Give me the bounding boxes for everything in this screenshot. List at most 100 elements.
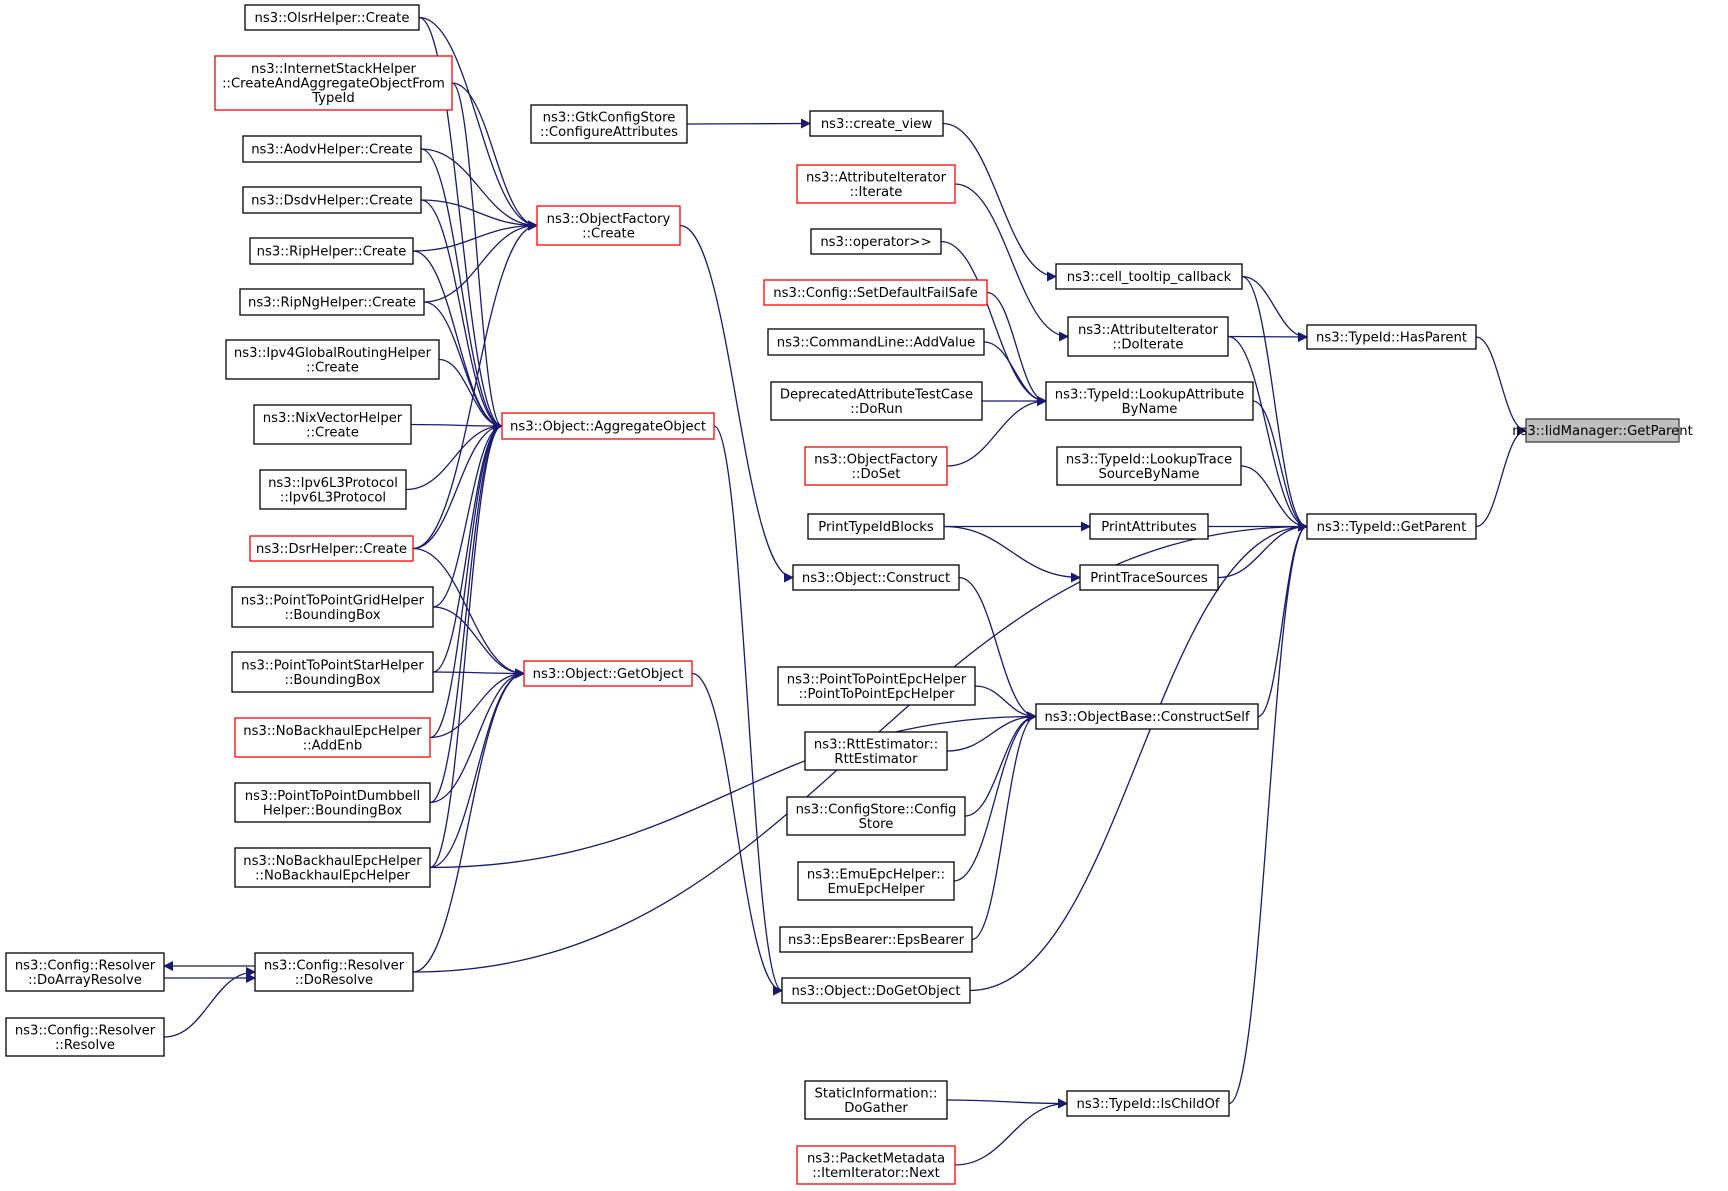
node-box: [796, 164, 956, 204]
node-createView[interactable]: ns3::create_view: [809, 110, 944, 137]
node-box: [259, 469, 407, 510]
node-dsrCreate[interactable]: ns3::DsrHelper::Create: [249, 535, 414, 562]
node-p2pEpcHelper[interactable]: ns3::PointToPointEpcHelper::PointToPoint…: [777, 666, 976, 706]
edge-internetStack-to-objFactoryCreate: [451, 82, 538, 231]
node-label-line: ns3::cell_tooltip_callback: [1067, 270, 1232, 285]
node-noBackhaulCtor[interactable]: ns3::NoBackhaulEpcHelper::NoBackhaulEpcH…: [234, 847, 431, 888]
node-label-line: ns3::AttributeIterator: [1078, 323, 1219, 338]
node-label-line: ns3::ObjectBase::ConstructSelf: [1044, 710, 1249, 725]
node-ripCreate[interactable]: ns3::RipHelper::Create: [249, 237, 414, 265]
node-box: [231, 586, 434, 628]
node-deprecatedDoRun[interactable]: DeprecatedAttributeTestCase::DoRun: [770, 381, 983, 421]
node-objectDoGetObject[interactable]: ns3::Object::DoGetObject: [781, 977, 971, 1004]
node-label-line: ns3::OlsrHelper::Create: [255, 11, 410, 26]
node-dsdvCreate[interactable]: ns3::DsdvHelper::Create: [242, 186, 422, 214]
node-getParent[interactable]: ns3::TypeId::GetParent: [1306, 513, 1477, 540]
node-attrIterate[interactable]: ns3::AttributeIterator::Iterate: [796, 164, 956, 204]
node-staticInfoDoGather[interactable]: StaticInformation::DoGather: [804, 1080, 948, 1120]
node-printAttributes[interactable]: PrintAttributes: [1089, 513, 1209, 540]
node-p2pDumbbellBB[interactable]: ns3::PointToPointDumbbellHelper::Boundin…: [234, 782, 431, 823]
node-configResolve[interactable]: ns3::Config::Resolver::Resolve: [5, 1017, 165, 1057]
node-objFactoryCreate[interactable]: ns3::ObjectFactory::Create: [536, 205, 681, 246]
edge-dsdvCreate-to-objAggregate: [420, 199, 503, 431]
node-p2pStarBB[interactable]: ns3::PointToPointStarHelper::BoundingBox: [231, 651, 434, 693]
node-label-line: ::DoIterate: [1112, 337, 1183, 352]
node-noBackhaulAddEnb[interactable]: ns3::NoBackhaulEpcHelper::AddEnb: [234, 717, 431, 758]
node-attrDoIterate[interactable]: ns3::AttributeIterator::DoIterate: [1067, 316, 1229, 357]
node-label-line: ns3::NixVectorHelper: [263, 411, 403, 426]
node-label-line: StaticInformation::: [815, 1086, 938, 1101]
node-aodvCreate[interactable]: ns3::AodvHelper::Create: [242, 135, 422, 163]
edge-epsBearer-to-objectBaseConstructSelf: [971, 711, 1037, 941]
node-label-line: PrintTypeIdBlocks: [818, 520, 934, 535]
node-ipv4GlobalCreate[interactable]: ns3::Ipv4GlobalRoutingHelper::Create: [225, 339, 440, 380]
node-label-line: ns3::PacketMetadata: [807, 1151, 945, 1166]
node-ipv6L3[interactable]: ns3::Ipv6L3Protocol::Ipv6L3Protocol: [259, 469, 407, 510]
edge-printTraceSources-to-getParent: [1217, 521, 1308, 579]
node-objFactoryDoSet[interactable]: ns3::ObjectFactory::DoSet: [804, 446, 948, 486]
node-label-line: ns3::Ipv4GlobalRoutingHelper: [234, 346, 432, 361]
node-printTypeIdBlocks[interactable]: PrintTypeIdBlocks: [807, 513, 945, 540]
node-isChildOf[interactable]: ns3::TypeId::IsChildOf: [1066, 1090, 1230, 1117]
node-label-line: ::ItemIterator::Next: [812, 1166, 940, 1181]
node-box: [1306, 513, 1477, 540]
node-box: [249, 535, 414, 562]
node-emuEpcHelper[interactable]: ns3::EmuEpcHelper::EmuEpcHelper: [797, 861, 955, 901]
node-objGetObject[interactable]: ns3::Object::GetObject: [523, 660, 693, 687]
node-box: [225, 339, 440, 380]
node-olsrCreate[interactable]: ns3::OlsrHelper::Create: [244, 4, 420, 31]
edge-printTypeIdBlocks-to-printTraceSources: [943, 525, 1081, 583]
node-label-line: ns3::AttributeIterator: [806, 170, 947, 185]
node-operatorShift[interactable]: ns3::operator>>: [810, 228, 942, 255]
node-box: [770, 381, 983, 421]
node-configDoArrayResolve[interactable]: ns3::Config::Resolver::DoArrayResolve: [5, 952, 165, 992]
node-box: [1045, 381, 1254, 421]
node-ripNgCreate[interactable]: ns3::RipNgHelper::Create: [239, 288, 425, 316]
node-label-line: ns3::Config::Resolver: [264, 958, 405, 973]
node-label-line: ::BoundingBox: [285, 608, 381, 623]
node-box: [804, 1080, 948, 1120]
node-box: [796, 1145, 956, 1185]
node-label-line: ::NoBackhaulEpcHelper: [255, 868, 410, 883]
edge-gtkConfig-to-createView: [686, 118, 811, 129]
edge-p2pDumbbellBB-to-objAggregate: [429, 421, 503, 804]
node-rttEstimator[interactable]: ns3::RttEstimator::RttEstimator: [804, 731, 948, 771]
node-epsBearer[interactable]: ns3::EpsBearer::EpsBearer: [779, 926, 973, 953]
node-label-line: ns3::IidManager::GetParent: [1512, 424, 1693, 439]
node-cmdAddValue[interactable]: ns3::CommandLine::AddValue: [767, 328, 985, 356]
node-label-line: ns3::GtkConfigStore: [543, 110, 676, 125]
edge-attrDoIterate-to-hasParent: [1227, 331, 1308, 342]
node-hasParent[interactable]: ns3::TypeId::HasParent: [1306, 324, 1477, 350]
node-internetStack[interactable]: ns3::InternetStackHelper::CreateAndAggre…: [214, 55, 453, 111]
edge-p2pStarBB-to-objGetObject: [432, 668, 525, 679]
node-setDefaultFailSafe[interactable]: ns3::Config::SetDefaultFailSafe: [763, 279, 988, 306]
node-label-line: EmuEpcHelper: [827, 882, 925, 897]
node-cellTooltip[interactable]: ns3::cell_tooltip_callback: [1055, 263, 1243, 290]
node-gtkConfig[interactable]: ns3::GtkConfigStore::ConfigureAttributes: [530, 104, 688, 144]
node-box: [501, 412, 715, 440]
node-nixVectorCreate[interactable]: ns3::NixVectorHelper::Create: [253, 404, 412, 445]
node-label-line: ns3::RipNgHelper::Create: [248, 296, 416, 311]
edge-attrDoIterate-to-getParent: [1227, 335, 1308, 532]
edge-objectDoGetObject-to-getParent: [969, 521, 1308, 992]
node-box: [792, 564, 960, 591]
node-label-line: DeprecatedAttributeTestCase: [780, 387, 973, 402]
node-box: [231, 651, 434, 693]
node-printTraceSources[interactable]: PrintTraceSources: [1079, 564, 1219, 591]
node-root: ns3::IidManager::GetParent: [1512, 418, 1693, 443]
node-p2pGridBB[interactable]: ns3::PointToPointGridHelper::BoundingBox: [231, 586, 434, 628]
node-label-line: ns3::NoBackhaulEpcHelper: [243, 724, 422, 739]
node-packetMetaNext[interactable]: ns3::PacketMetadata::ItemIterator::Next: [796, 1145, 956, 1185]
node-box: [5, 952, 165, 992]
node-objectConstruct[interactable]: ns3::Object::Construct: [792, 564, 960, 591]
node-configStore[interactable]: ns3::ConfigStore::ConfigStore: [786, 796, 966, 836]
node-configResolverDoResolve[interactable]: ns3::Config::Resolver::DoResolve: [254, 952, 414, 992]
node-label-line: ns3::RttEstimator::: [814, 737, 938, 752]
node-objAggregate[interactable]: ns3::Object::AggregateObject: [501, 412, 715, 440]
node-label-line: ::DoRun: [850, 402, 902, 417]
edge-ipv6L3-to-objAggregate: [405, 421, 503, 491]
node-objectBaseConstructSelf[interactable]: ns3::ObjectBase::ConstructSelf: [1035, 703, 1259, 730]
node-box: [1079, 564, 1219, 591]
